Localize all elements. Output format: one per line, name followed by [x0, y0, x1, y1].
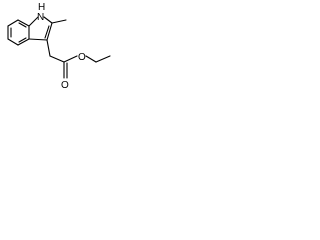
double-bond-inner-c2-c3: [44, 25, 50, 39]
nh-h-label: H: [38, 2, 45, 13]
nh-n-label: N: [37, 12, 44, 23]
bond-c2-c3: [46, 22, 53, 41]
carbonyl-oxygen-label: O: [61, 80, 69, 91]
bond-ester-o-ch2: [85, 55, 97, 63]
methyl-bond: [51, 19, 67, 24]
bond-ethyl: [95, 55, 111, 63]
pyrrole-ring: [28, 16, 53, 41]
bond-c3-ch2: [46, 39, 51, 57]
ester-oxygen-label: O: [78, 52, 86, 63]
bond-c6-c5: [7, 38, 19, 46]
bond-carbonyl-c-ester-o: [63, 55, 78, 63]
benzene-ring: [7, 19, 30, 46]
bond-c5-c4: [17, 38, 30, 46]
bond-c7a-c7: [7, 19, 19, 27]
bond-n1-c2: [43, 16, 53, 24]
double-bond-inner-c3a-c7a: [18, 22, 27, 28]
bond-c3a-n1: [28, 16, 39, 27]
bond-ch2-carbonyl-c: [49, 55, 65, 63]
double-bond-inner-c5-c4: [18, 37, 27, 43]
bond-c3a-c7a: [17, 19, 30, 27]
chemical-structure: H N O O: [7, 2, 111, 91]
bond-c3-c4: [28, 38, 48, 41]
